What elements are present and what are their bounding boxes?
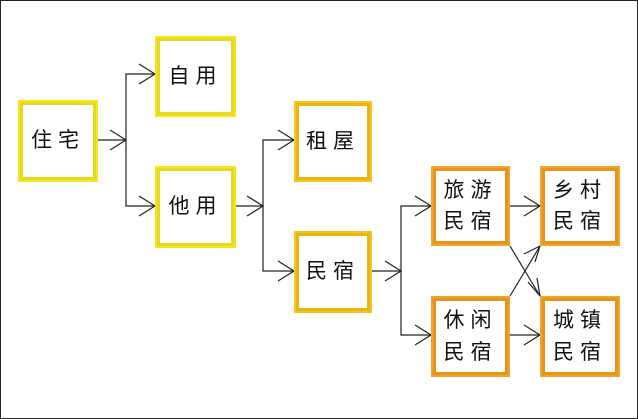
node-zhuzhai-label: 住宅 bbox=[31, 128, 85, 153]
connector-to-minsu bbox=[262, 206, 294, 272]
node-minsu-label: 民宿 bbox=[306, 259, 360, 284]
node-ziyong-label: 自用 bbox=[168, 63, 223, 88]
node-zuwu: 租屋 bbox=[294, 101, 372, 182]
node-xiangcun-line2: 民宿 bbox=[553, 209, 607, 233]
node-xiuxian: 休闲 民宿 bbox=[431, 296, 510, 377]
connector-to-tayong bbox=[125, 140, 155, 207]
node-xiuxian-line1: 休闲 bbox=[443, 308, 498, 332]
node-xiangcun-line1: 乡村 bbox=[553, 177, 607, 202]
node-tayong-label: 他用 bbox=[168, 194, 223, 219]
node-chengzhen-line1: 城镇 bbox=[553, 308, 607, 332]
node-xiuxian-line2: 民宿 bbox=[443, 339, 498, 364]
arrowhead-xiuxian-xiangcun bbox=[523, 244, 541, 263]
connector-to-xiuxian bbox=[400, 271, 431, 336]
connector-to-zuwu bbox=[262, 139, 294, 206]
node-zuwu-label: 租屋 bbox=[306, 128, 360, 153]
node-chengzhen: 城镇 民宿 bbox=[540, 296, 620, 377]
connector-to-lvyou bbox=[400, 205, 431, 271]
node-lvyou: 旅游 民宿 bbox=[431, 166, 510, 246]
node-lvyou-line1: 旅游 bbox=[443, 177, 498, 202]
node-chengzhen-line2: 民宿 bbox=[553, 339, 607, 364]
arrowhead-tayong-split bbox=[246, 195, 265, 217]
connector-to-ziyong bbox=[125, 73, 155, 140]
node-zhuzhai: 住宅 bbox=[18, 100, 98, 182]
arrowhead-minsu-split bbox=[384, 260, 403, 282]
node-minsu: 民宿 bbox=[294, 231, 372, 313]
node-ziyong: 自用 bbox=[155, 36, 236, 117]
node-tayong: 他用 bbox=[155, 166, 236, 248]
node-lvyou-line2: 民宿 bbox=[443, 209, 498, 233]
connector-xiuxian-xiangcun bbox=[509, 245, 541, 297]
node-xiangcun: 乡村 民宿 bbox=[540, 166, 620, 246]
arrowhead-zhuzhai bbox=[109, 129, 128, 151]
